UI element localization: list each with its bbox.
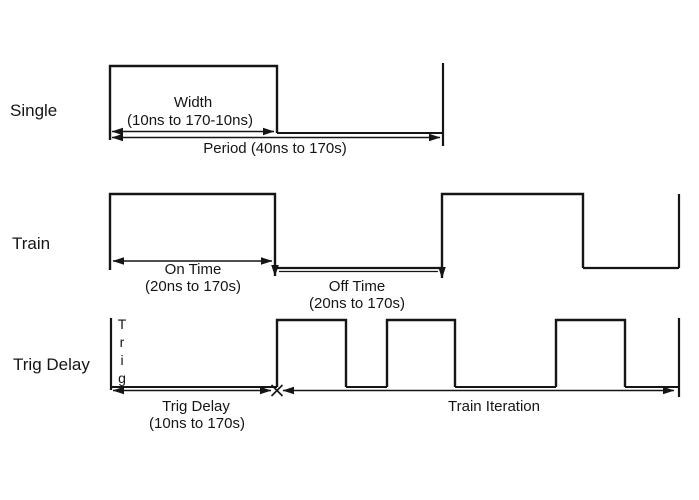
trigdelay-pulse3 [554, 318, 627, 387]
on-time-range-label: (20ns to 170s) [145, 278, 241, 295]
off-time-range-label: (20ns to 170s) [309, 295, 405, 312]
train-pulse1 [108, 192, 279, 277]
trig-delay-waveform [109, 318, 681, 397]
single-row-label: Single [10, 101, 58, 120]
period-label: Period (40ns to 170s) [203, 140, 347, 157]
trigdelay-pulse1 [275, 318, 348, 387]
trig-axis-label: Trig [114, 316, 130, 388]
train-row-label: Train [12, 234, 51, 253]
trigdelay-pulse2 [385, 318, 457, 387]
width-range-label: (10ns to 170-10ns) [127, 112, 253, 129]
train-waveform [108, 192, 681, 279]
trig-delay-label: Trig Delay [162, 398, 230, 415]
width-label: Width [173, 94, 213, 111]
trig-delay-range-label: (10ns to 170s) [149, 415, 245, 432]
trig-delay-row-label: Trig Delay [13, 355, 90, 374]
delay-iteration-boundary-x-marker [270, 384, 284, 397]
single-waveform [108, 63, 445, 146]
off-time-label: Off Time [328, 278, 386, 295]
on-time-label: On Time [164, 261, 222, 278]
train-pulse2 [438, 192, 585, 279]
single-pulse [108, 64, 279, 140]
train-iteration-label: Train Iteration [448, 398, 540, 415]
